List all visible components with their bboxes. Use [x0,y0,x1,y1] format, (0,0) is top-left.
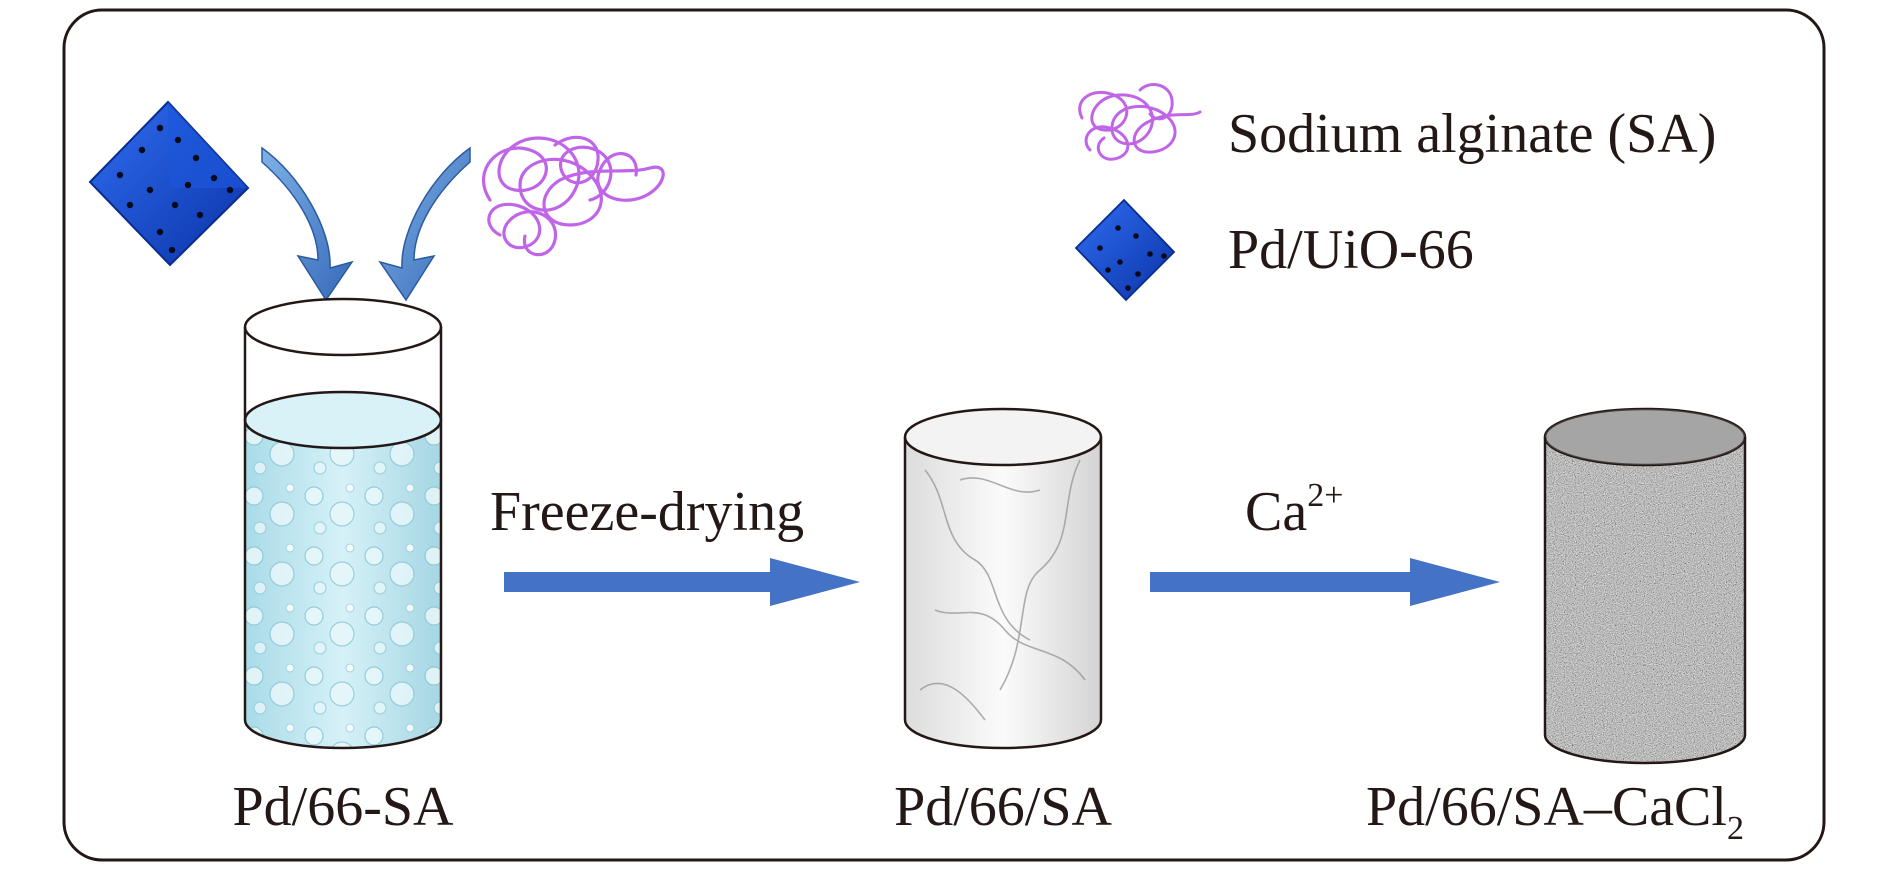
process-arrow-1 [504,558,860,606]
step1-label: Freeze-drying [490,481,804,543]
product3-main: Pd/66/SA–CaCl [1366,776,1727,838]
polymer-scribble-icon [482,135,665,257]
legend-sa-label: Sodium alginate (SA) [1228,103,1716,165]
product1-label: Pd/66-SA [233,776,454,838]
crosslinked-cylinder-icon [1543,407,1747,765]
legend-mof-label: Pd/UiO-66 [1228,219,1474,281]
aerogel-cylinder-icon [903,407,1103,750]
step2-charge: 2+ [1307,477,1343,514]
step2-label: Ca2+ [1245,477,1343,543]
curved-arrow-right-icon [378,146,471,302]
mof-crystal-icon [88,100,250,267]
product2-label: Pd/66/SA [894,776,1112,838]
product3-sub: 2 [1727,810,1744,847]
beaker-icon [243,297,443,750]
step2-ion: Ca [1245,481,1307,543]
outer-frame [62,8,1826,862]
product3-label: Pd/66/SA–CaCl2 [1366,776,1744,847]
process-arrow-2 [1150,558,1500,606]
legend-polymer-icon [1078,83,1202,161]
legend-crystal-icon [1074,198,1176,302]
curved-arrow-left-icon [261,146,354,302]
